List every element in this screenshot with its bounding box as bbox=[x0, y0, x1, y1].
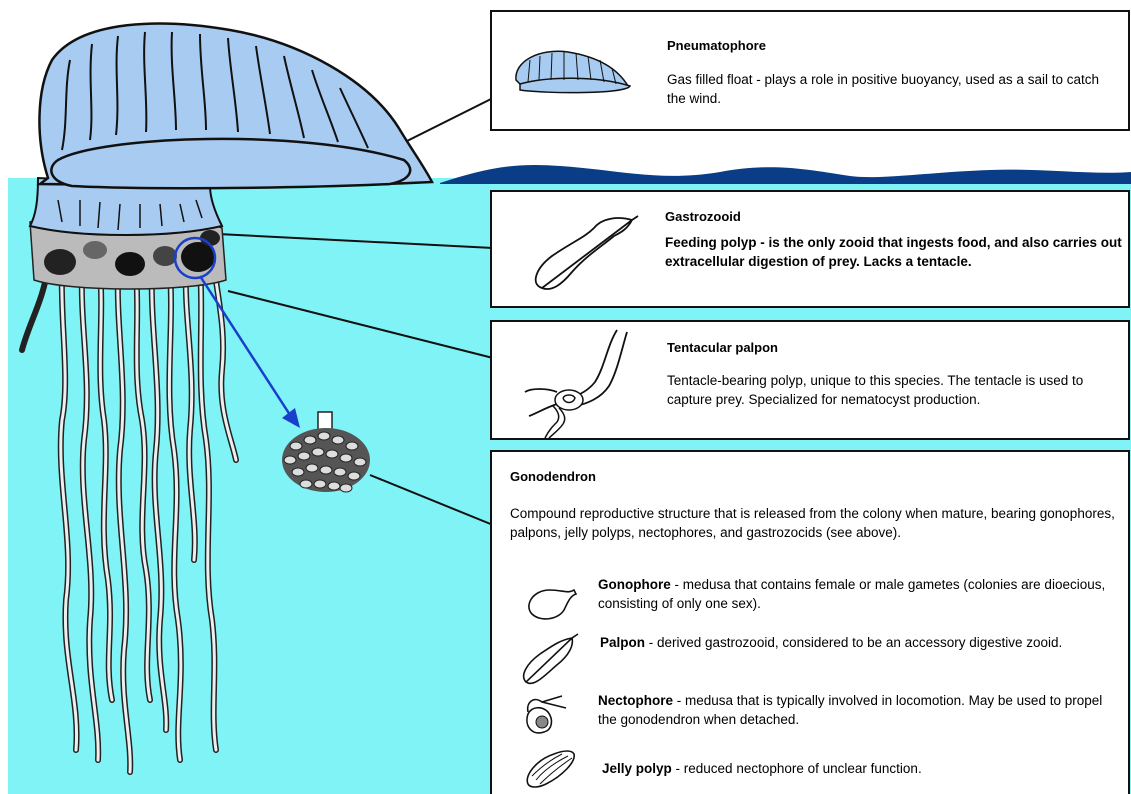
pneumatophore-panel: Pneumatophore Gas filled float - plays a… bbox=[490, 10, 1130, 131]
nectophore-row: Nectophore - medusa that is typically in… bbox=[598, 691, 1118, 729]
nectophore-desc: - medusa that is typically involved in l… bbox=[598, 693, 1102, 727]
gonodendron-text: Compound reproductive structure that is … bbox=[510, 504, 1122, 542]
palpon-small-icon bbox=[518, 632, 588, 688]
gastrozooid-panel: Gastrozooid Feeding polyp - is the only … bbox=[490, 190, 1130, 308]
gonophore-icon bbox=[522, 584, 582, 624]
gonophore-name: Gonophore bbox=[598, 577, 671, 592]
palpon-icon bbox=[517, 326, 657, 441]
pneumatophore-icon bbox=[508, 42, 638, 102]
nectophore-icon bbox=[522, 692, 582, 740]
gastrozooid-text: Feeding polyp - is the only zooid that i… bbox=[665, 233, 1127, 271]
gonophore-desc: - medusa that contains female or male ga… bbox=[598, 577, 1105, 611]
gonodendron-title: Gonodendron bbox=[510, 469, 596, 484]
palpon-title: Tentacular palpon bbox=[667, 340, 778, 355]
nectophore-name: Nectophore bbox=[598, 693, 673, 708]
surface-waves bbox=[440, 165, 1131, 184]
palpon-text: Tentacle-bearing polyp, unique to this s… bbox=[667, 371, 1127, 409]
palpon-desc: - derived gastrozooid, considered to be … bbox=[645, 635, 1062, 650]
pneumatophore-text: Gas filled float - plays a role in posit… bbox=[667, 70, 1107, 108]
jelly-polyp-desc: - reduced nectophore of unclear function… bbox=[672, 761, 922, 776]
gonophore-row: Gonophore - medusa that contains female … bbox=[598, 575, 1118, 613]
jelly-polyp-name: Jelly polyp bbox=[602, 761, 672, 776]
palpon-name: Palpon bbox=[600, 635, 645, 650]
pneumatophore-title: Pneumatophore bbox=[667, 38, 766, 53]
jelly-polyp-icon bbox=[522, 746, 582, 790]
gonodendron-panel: Gonodendron Compound reproductive struct… bbox=[490, 450, 1130, 794]
palpon-row: Palpon - derived gastrozooid, considered… bbox=[600, 633, 1120, 652]
gastrozooid-icon bbox=[522, 206, 652, 296]
gastrozooid-title: Gastrozooid bbox=[665, 209, 741, 224]
palpon-panel: Tentacular palpon Tentacle-bearing polyp… bbox=[490, 320, 1130, 440]
jelly-polyp-row: Jelly polyp - reduced nectophore of uncl… bbox=[602, 759, 1122, 778]
